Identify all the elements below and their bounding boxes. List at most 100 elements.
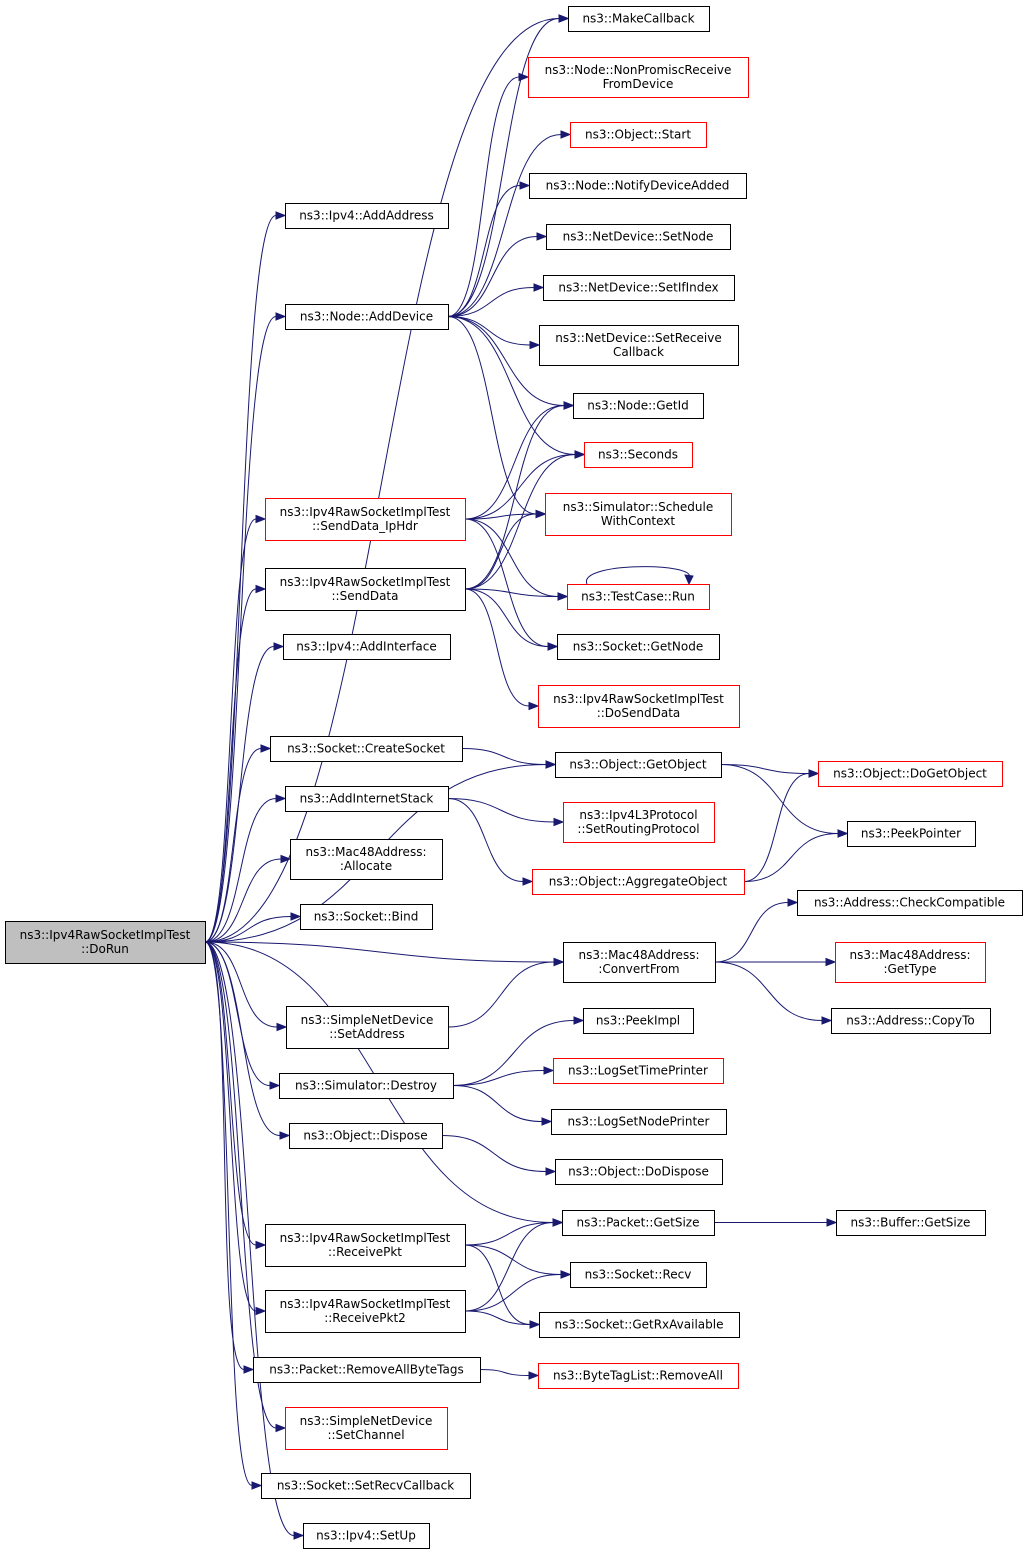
node-label: ns3::Simulator::Destroy [295, 1079, 437, 1093]
node-packet_removeallbytetags[interactable]: ns3::Packet::RemoveAllByteTags [253, 1357, 481, 1383]
node-peekpointer[interactable]: ns3::PeekPointer [847, 821, 976, 847]
node-box [283, 634, 451, 660]
node-ipv4l3_setroutingprotocol[interactable]: ns3::Ipv4L3Protocol::SetRoutingProtocol [563, 802, 715, 843]
node-seconds[interactable]: ns3::Seconds [584, 442, 693, 468]
node-label: ns3::Ipv4RawSocketImplTest [280, 575, 451, 589]
node-mac48_allocate[interactable]: ns3::Mac48Address::Allocate [290, 839, 443, 880]
node-socket_createsocket[interactable]: ns3::Socket::CreateSocket [270, 736, 463, 762]
node-box [265, 1224, 466, 1267]
node-addinternetstack[interactable]: ns3::AddInternetStack [285, 786, 449, 812]
node-box [570, 1262, 707, 1288]
edge-object_aggregateobject-to-peekpointer [743, 829, 849, 882]
node-label: ns3::Ipv4::AddInterface [296, 640, 437, 654]
node-socket_bind[interactable]: ns3::Socket::Bind [300, 904, 433, 930]
node-receivepkt[interactable]: ns3::Ipv4RawSocketImplTest::ReceivePkt [265, 1224, 466, 1267]
node-buffer_getsize[interactable]: ns3::Buffer::GetSize [836, 1210, 986, 1236]
node-box [538, 685, 740, 728]
node-object_dispose[interactable]: ns3::Object::Dispose [289, 1123, 443, 1149]
node-ipv4_addinterface[interactable]: ns3::Ipv4::AddInterface [283, 634, 451, 660]
node-netdevice_setifindex[interactable]: ns3::NetDevice::SetIfIndex [543, 275, 735, 301]
node-ipv4_setup[interactable]: ns3::Ipv4::SetUp [303, 1523, 430, 1549]
node-label: ns3::Object::DoGetObject [833, 767, 987, 781]
node-box [555, 1159, 723, 1185]
node-mac48_convertfrom[interactable]: ns3::Mac48Address::ConvertFrom [563, 942, 716, 983]
node-label: ns3::Socket::SetRecvCallback [277, 1479, 454, 1493]
edge-root-to-socket_createsocket [204, 744, 272, 943]
node-address_copyto[interactable]: ns3::Address::CopyTo [831, 1008, 991, 1034]
node-simplenetdevice_setchannel[interactable]: ns3::SimpleNetDevice::SetChannel [285, 1407, 448, 1450]
node-label: ns3::SimpleNetDevice [301, 1013, 434, 1027]
node-label: ns3::PeekPointer [861, 827, 961, 841]
node-label: ns3::Socket::CreateSocket [287, 742, 445, 756]
node-label: ns3::Ipv4::AddAddress [299, 209, 434, 223]
node-logsetnodeprinter[interactable]: ns3::LogSetNodePrinter [551, 1109, 727, 1135]
node-ipv4_addaddress[interactable]: ns3::Ipv4::AddAddress [285, 203, 449, 229]
node-label: ns3::MakeCallback [582, 12, 694, 26]
node-label: ::ReceivePkt2 [324, 1311, 406, 1325]
node-box [546, 224, 731, 250]
edge-mac48_convertfrom-to-address_checkcompatible [714, 898, 799, 963]
node-socket_getnode[interactable]: ns3::Socket::GetNode [557, 634, 720, 660]
node-object_dodispose[interactable]: ns3::Object::DoDispose [555, 1159, 723, 1185]
node-node_getid[interactable]: ns3::Node::GetId [573, 393, 704, 419]
edge-root-to-senddata [204, 584, 267, 943]
node-object_aggregateobject[interactable]: ns3::Object::AggregateObject [532, 869, 745, 895]
nodes-layer: ns3::Ipv4RawSocketImplTest::DoRunns3::Ip… [5, 6, 1023, 1549]
node-label: ns3::Buffer::GetSize [851, 1216, 971, 1230]
node-peekimpl[interactable]: ns3::PeekImpl [583, 1008, 694, 1034]
node-bytetaglist_removeall[interactable]: ns3::ByteTagList::RemoveAll [538, 1363, 739, 1389]
edge-senddata-to-seconds [464, 450, 586, 590]
node-box [285, 203, 449, 229]
node-label: ::SetChannel [327, 1428, 404, 1442]
node-testcase_run[interactable]: ns3::TestCase::Run [567, 584, 710, 610]
edge-receivepkt2-to-socket_recv [464, 1270, 572, 1312]
node-object_getobject[interactable]: ns3::Object::GetObject [555, 752, 722, 778]
edge-simplenetdevice_setaddress-to-mac48_convertfrom [447, 957, 565, 1028]
node-label: ns3::Node::AddDevice [300, 310, 433, 324]
node-logsettimeprinter[interactable]: ns3::LogSetTimePrinter [553, 1058, 724, 1084]
node-label: ::SetAddress [329, 1027, 405, 1041]
node-label: ns3::Node::NonPromiscReceive [545, 63, 732, 77]
edge-senddata-to-testcase_run [464, 588, 569, 601]
node-packet_getsize[interactable]: ns3::Packet::GetSize [562, 1210, 715, 1236]
node-receivepkt2[interactable]: ns3::Ipv4RawSocketImplTest::ReceivePkt2 [265, 1290, 466, 1333]
edge-senddata-to-node_getid [464, 401, 575, 590]
node-node_notifydeviceadded[interactable]: ns3::Node::NotifyDeviceAdded [529, 173, 747, 199]
node-label: ns3::AddInternetStack [300, 792, 434, 806]
node-label: ::ReceivePkt [328, 1245, 402, 1259]
node-simulator_destroy[interactable]: ns3::Simulator::Destroy [279, 1073, 454, 1099]
node-label: ns3::ByteTagList::RemoveAll [553, 1369, 723, 1383]
node-object_dogetobject[interactable]: ns3::Object::DoGetObject [818, 761, 1003, 787]
node-label: ns3::Mac48Address: [579, 948, 700, 962]
node-socket_getrxavailable[interactable]: ns3::Socket::GetRxAvailable [539, 1312, 740, 1338]
edge-packet_removeallbytetags-to-bytetaglist_removeall [479, 1369, 540, 1380]
node-box [265, 1290, 466, 1333]
node-dosenddata[interactable]: ns3::Ipv4RawSocketImplTest::DoSendData [538, 685, 740, 728]
node-box [818, 761, 1003, 787]
node-box [567, 584, 710, 610]
node-netdevice_setnode[interactable]: ns3::NetDevice::SetNode [546, 224, 731, 250]
node-address_checkcompatible[interactable]: ns3::Address::CheckCompatible [797, 890, 1023, 916]
node-box [568, 6, 710, 32]
node-makecallback[interactable]: ns3::MakeCallback [568, 6, 710, 32]
node-simplenetdevice_setaddress[interactable]: ns3::SimpleNetDevice::SetAddress [286, 1006, 449, 1049]
node-senddata_iphdr[interactable]: ns3::Ipv4RawSocketImplTest::SendData_IpH… [265, 498, 466, 541]
node-socket_recv[interactable]: ns3::Socket::Recv [570, 1262, 707, 1288]
node-senddata[interactable]: ns3::Ipv4RawSocketImplTest::SendData [265, 568, 466, 611]
node-box [270, 736, 463, 762]
node-node_adddevice[interactable]: ns3::Node::AddDevice [285, 304, 449, 330]
node-socket_setrecvcallback[interactable]: ns3::Socket::SetRecvCallback [261, 1473, 471, 1499]
node-label: ns3::TestCase::Run [581, 590, 695, 604]
node-mac48_gettype[interactable]: ns3::Mac48Address::GetType [835, 942, 986, 983]
edge-senddata-to-socket_getnode [464, 588, 559, 651]
node-box [539, 325, 739, 366]
node-label: ns3::Address::CopyTo [846, 1014, 975, 1028]
node-root[interactable]: ns3::Ipv4RawSocketImplTest::DoRun [5, 921, 206, 964]
node-object_start[interactable]: ns3::Object::Start [570, 122, 707, 148]
edge-mac48_convertfrom-to-mac48_gettype [715, 957, 837, 967]
node-label: ns3::Ipv4::SetUp [316, 1529, 416, 1543]
